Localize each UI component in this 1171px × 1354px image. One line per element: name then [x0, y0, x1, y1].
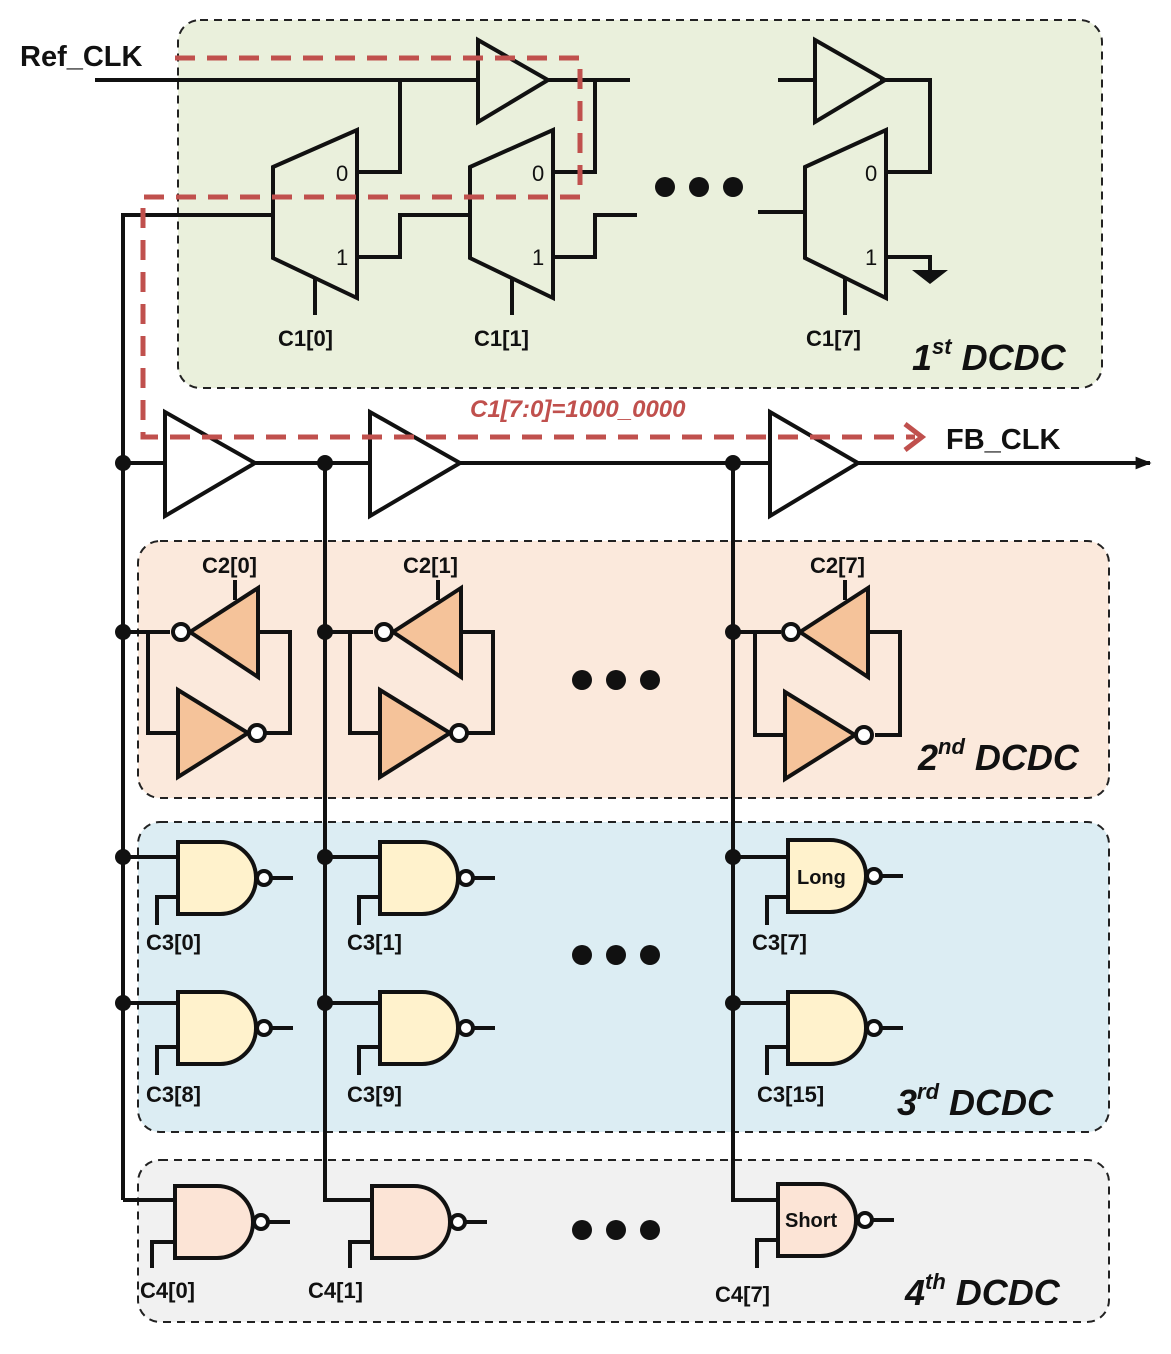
ref-clk-label: Ref_CLK [20, 41, 143, 73]
stage2-region [137, 540, 1110, 799]
gate-label-long: Long [797, 867, 846, 889]
mux7-in0-label: 0 [865, 161, 877, 186]
chain-buffer-1 [368, 408, 464, 520]
stage1-ellipsis [655, 177, 743, 197]
chain-buffer-0 [163, 408, 259, 520]
c4-label-7: C4[7] [715, 1282, 770, 1307]
path-annotation: C1[7:0]=1000_0000 [470, 396, 686, 423]
c3-label-0: C3[0] [146, 930, 201, 955]
stage2-title: 2nd DCDC [917, 734, 1080, 778]
mux1-in1-label: 1 [532, 245, 544, 270]
c1-label-1: C1[1] [474, 326, 529, 351]
stage4-nand-0 [123, 1184, 290, 1268]
c2-label-1: C2[1] [403, 553, 458, 578]
stage2-cell-0 [123, 580, 292, 781]
c1-label-7: C1[7] [806, 326, 861, 351]
c3-label-1: C3[1] [347, 930, 402, 955]
mux-7 [803, 126, 888, 302]
stage4-nand-1 [348, 1184, 487, 1268]
mux0-in1-label: 1 [336, 245, 348, 270]
stage3-nand-8 [123, 990, 293, 1075]
stage3-nand-15 [733, 990, 903, 1075]
gate-label-short: Short [785, 1210, 838, 1232]
c3-label-8: C3[8] [146, 1082, 201, 1107]
mux1-in0-label: 0 [532, 161, 544, 186]
stage3-nand-1 [325, 840, 495, 925]
main-chain-wires [123, 456, 1152, 1202]
stage2-cell-7 [733, 580, 902, 783]
c2-label-7: C2[7] [810, 553, 865, 578]
c3-label-7: C3[7] [752, 930, 807, 955]
selected-path [140, 55, 927, 452]
mux7-in1-label: 1 [865, 245, 877, 270]
c3-label-15: C3[15] [757, 1082, 824, 1107]
stage4-nand-7 [755, 1182, 894, 1268]
mux0-in0-label: 0 [336, 161, 348, 186]
last-buffer [813, 36, 889, 126]
ground-icon [912, 270, 948, 284]
c2-label-0: C2[0] [202, 553, 257, 578]
stage4-ellipsis [572, 1220, 660, 1240]
stage2-ellipsis [572, 670, 660, 690]
chain-buffer-7 [768, 408, 862, 520]
stage3-nand-9 [325, 990, 495, 1075]
stage1-region [177, 19, 1103, 389]
mux-1 [468, 126, 555, 302]
stage3-nand-7 [733, 838, 903, 925]
stage1-title: 1st DCDC [912, 334, 1067, 378]
stage2-cell-1 [325, 580, 495, 781]
stage3-nand-0 [123, 840, 293, 925]
stage4-title: 4th DCDC [904, 1269, 1061, 1313]
c4-label-1: C4[1] [308, 1278, 363, 1303]
stage3-ellipsis [572, 945, 660, 965]
c4-label-0: C4[0] [140, 1278, 195, 1303]
mux-0 [271, 126, 359, 302]
stage3-title: 3rd DCDC [897, 1079, 1054, 1123]
stage1-wires [95, 78, 932, 1200]
c1-label-0: C1[0] [278, 326, 333, 351]
c3-label-9: C3[9] [347, 1082, 402, 1107]
fb-clk-label: FB_CLK [946, 424, 1060, 456]
